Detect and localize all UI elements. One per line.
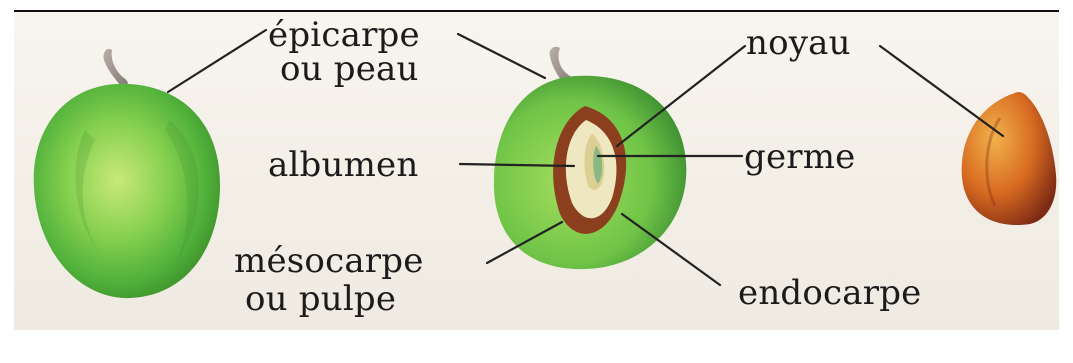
- label-mesocarpe-line1: mésocarpe: [234, 244, 424, 278]
- label-noyau: noyau: [746, 26, 851, 60]
- whole-fruit: [34, 49, 220, 298]
- leader-line-epicarpe-right: [458, 34, 545, 78]
- label-epicarpe-line1: épicarpe: [268, 18, 420, 52]
- leader-line-noyau-right: [880, 46, 1003, 136]
- label-germe: germe: [744, 140, 856, 174]
- label-albumen: albumen: [268, 148, 418, 182]
- leader-line-epicarpe-left: [168, 30, 266, 92]
- label-epicarpe-line2: ou peau: [280, 52, 419, 86]
- label-endocarpe: endocarpe: [738, 276, 922, 310]
- cut-fruit: [494, 47, 686, 269]
- label-mesocarpe-line2: ou pulpe: [245, 282, 396, 316]
- stone: [962, 92, 1057, 225]
